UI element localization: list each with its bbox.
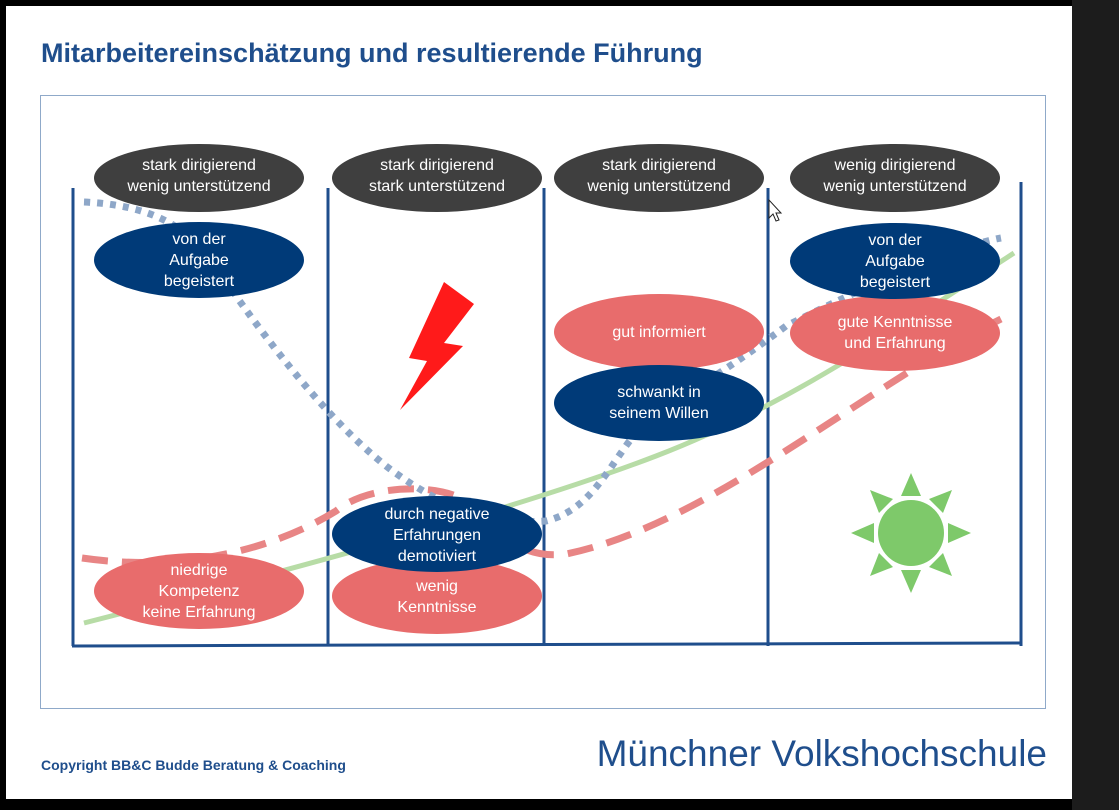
phase-label: stark unterstützend [369,178,505,195]
willingness-curve-dotted [83,198,1002,526]
phase-1: stark dirigierend wenig unterstützend [94,144,304,212]
willingness-label: von der [868,232,922,249]
sun-icon [851,473,971,593]
competence-label: niedrige [171,562,228,579]
brand-logo-text: Münchner Volkshochschule [596,733,1047,774]
willingness-label: demotiviert [398,548,477,565]
phase-3: stark dirigierend wenig unterstützend [554,144,764,212]
situational-leadership-diagram: stark dirigierend wenig unterstützend sta… [71,144,1023,648]
competence-label: wenig [415,578,458,595]
phase-label: stark dirigierend [602,157,716,174]
willingness-label: begeistert [164,273,235,290]
diagram-frame [40,95,1046,709]
willingness-label: Aufgabe [865,253,925,270]
phase-ellipse [332,144,542,212]
phase-label: wenig unterstützend [586,178,730,195]
competence-ellipse [94,553,304,629]
window-edge [1072,0,1119,810]
competence-label: und Erfahrung [844,335,945,352]
competence-label: Kompetenz [159,583,240,600]
svg-text:gut informiert: gut informiert [612,324,706,341]
phase-ellipse [94,144,304,212]
willingness-label: schwankt in [617,384,701,401]
competence-ellipse [790,295,1000,371]
competence-label: Kenntnisse [397,599,476,616]
competence-label: gut informiert [612,324,706,341]
phase-label: stark dirigierend [142,157,256,174]
baseline [71,641,1023,648]
phase-label: wenig unterstützend [126,178,270,195]
competence-ellipse [332,558,542,634]
willingness-label: Aufgabe [169,252,229,269]
phase-2: stark dirigierend stark unterstützend [332,144,542,212]
slide-title: Mitarbeitereinschätzung und resultierend… [41,38,703,68]
willingness-label: Erfahrungen [393,527,481,544]
competence-4: gute Kenntnisse und Erfahrung [790,295,1000,371]
phase-label: wenig dirigierend [834,157,956,174]
column-grid [71,182,1023,648]
mouse-cursor-icon [768,198,783,222]
willingness-ellipse [554,365,764,441]
willingness-label: von der [172,231,226,248]
phase-label: stark dirigierend [380,157,494,174]
willingness-ellipse [332,496,542,572]
competence-label: gute Kenntnisse [838,314,953,331]
phase-label: wenig unterstützend [822,178,966,195]
competence-ellipse [554,294,764,370]
lightning-icon [400,282,474,410]
slide: Mitarbeitereinschätzung und resultierend… [6,6,1072,799]
phase-4: wenig dirigierend wenig unterstützend [790,144,1000,212]
willingness-label: begeistert [860,274,931,291]
willingness-label: seinem Willen [609,405,709,422]
copyright-text: Copyright BB&C Budde Beratung & Coaching [41,757,346,773]
competence-label: keine Erfahrung [143,604,256,621]
phase-ellipse [554,144,764,212]
willingness-ellipse [790,223,1000,299]
willingness-label: durch negative [385,506,490,523]
willingness-3: schwankt in seinem Willen [554,365,764,441]
willingness-ellipse [94,222,304,298]
phase-ellipse [790,144,1000,212]
competence-3: gut informiert [554,294,764,370]
